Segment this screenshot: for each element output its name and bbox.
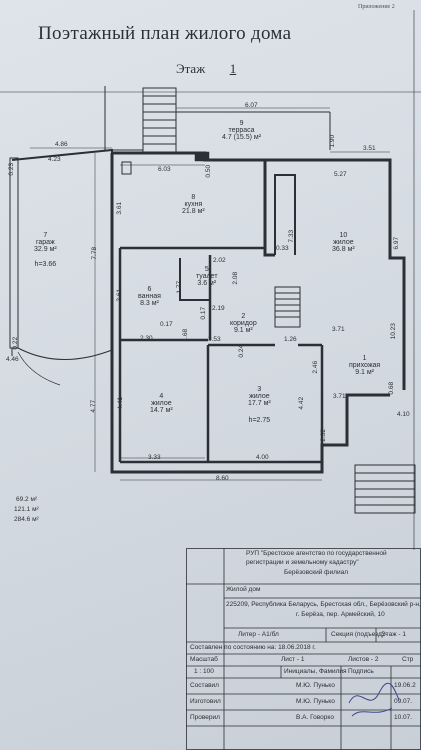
vent-icon — [121, 161, 132, 175]
dim: 0.50 — [205, 164, 213, 178]
title-block-grid — [186, 548, 421, 750]
dim: 7.33 — [288, 229, 296, 243]
org-line-2: регистрации и земельному кадастру" — [246, 559, 359, 566]
liter: Литер - А1/бл — [238, 631, 279, 638]
wall-block — [194, 151, 210, 162]
floor-cell: Этаж - 1 — [381, 631, 406, 638]
total-area-2: 121.1 м² — [14, 506, 39, 513]
dim: 1.26 — [284, 336, 297, 343]
dim: 0.68 — [388, 381, 396, 395]
sheet-number: Лист - 1 — [281, 656, 305, 663]
floor-label: Этаж — [176, 61, 206, 76]
compiled-date: Составлен по состоянию на: 18.06.2018 г. — [190, 644, 316, 651]
address-line-2: г. Берёза, пер. Армейский, 10 — [296, 611, 385, 618]
signature-marks — [348, 682, 400, 717]
dim: 4.86 — [55, 141, 68, 148]
dim: 2.02 — [213, 257, 226, 264]
dim: 7.78 — [91, 246, 99, 260]
dim: 6.97 — [393, 236, 401, 250]
address-line-1: 225209, Республика Беларусь, Брестская о… — [226, 601, 421, 608]
garage-wall — [11, 148, 113, 472]
dim: 1.68 — [182, 328, 190, 342]
dim: 4.41 — [117, 396, 125, 410]
dim: 2.30 — [140, 335, 153, 342]
dim: 3.71 — [332, 326, 345, 333]
garage-left-wall — [9, 157, 19, 349]
total-area-1: 69.2 м² — [16, 496, 38, 503]
dim: 0.17 — [160, 321, 173, 328]
dim: 2.08 — [232, 271, 240, 285]
scale-value: 1 : 100 — [194, 668, 214, 675]
dim: 4.46 — [6, 356, 19, 363]
dim: 0.24 — [238, 344, 246, 358]
str-label: Стр — [402, 656, 414, 663]
role-compiled: Составил — [190, 682, 219, 689]
dim: 1.77 — [176, 280, 184, 294]
dim: 0.22 — [12, 336, 20, 350]
signature-header: Подпись — [348, 668, 374, 675]
org-line-3: Берёзовский филиал — [284, 569, 348, 576]
dim: 5.27 — [334, 171, 347, 178]
section: Секция (подъезд) - — [331, 631, 388, 638]
dim: 3.33 — [148, 454, 161, 461]
dim: 2.19 — [212, 305, 225, 312]
total-area-3: 284.6 м² — [14, 516, 39, 523]
floor-heading: Этаж 1 — [176, 62, 236, 75]
dim: 3.53 — [208, 336, 221, 343]
name-made: М.Ю. Пунько — [296, 698, 335, 705]
dim: 8.60 — [216, 475, 229, 482]
appendix-label: Приложение 2 — [358, 4, 395, 10]
date-compiled: 19.06.2 — [394, 682, 416, 689]
date-checked: 10.07. — [394, 714, 413, 721]
dim: 6.03 — [158, 166, 171, 173]
object-name: Жилой дом — [226, 586, 261, 593]
org-line-1: РУП "Брестское агентство по государствен… — [246, 550, 387, 557]
chimney-block — [274, 174, 296, 255]
entrance-stairs — [274, 286, 301, 328]
dim: 3.61 — [116, 201, 124, 215]
dim: 2.46 — [312, 360, 320, 374]
role-checked: Проверил — [190, 714, 220, 721]
dim: 3.51 — [363, 145, 376, 152]
dim: 0.23 — [8, 162, 16, 176]
sheets-count: Листов - 2 — [348, 656, 379, 663]
scale-label: Масштаб — [190, 656, 218, 663]
title-block: РУП "Брестское агентство по государствен… — [186, 548, 421, 750]
name-checked: В.А. Говорко — [296, 714, 334, 721]
kitchen-wall — [112, 151, 275, 257]
dim: 4.77 — [90, 399, 98, 413]
name-compiled: М.Ю. Пунько — [296, 682, 335, 689]
dim: 0.17 — [200, 306, 208, 320]
role-made: Изготовил — [190, 698, 221, 705]
dim: 1.90 — [329, 134, 337, 148]
initials-header: Инициалы, Фамилия — [284, 668, 347, 675]
dim: 4.00 — [256, 454, 269, 461]
dim: 0.33 — [276, 245, 289, 252]
dim: 3.71 — [333, 393, 346, 400]
dim: 4.42 — [298, 396, 306, 410]
dim: 6.07 — [245, 102, 258, 109]
dim: 2.32 — [320, 428, 328, 442]
dim: 4.10 — [397, 411, 410, 418]
date-made: 09.07. — [394, 698, 413, 705]
dim: 10.23 — [389, 323, 397, 340]
dim: 3.61 — [116, 288, 124, 302]
garage-door-arc — [17, 347, 113, 361]
dim: 4.23 — [48, 156, 61, 163]
floor-number: 1 — [229, 61, 237, 76]
page-title: Поэтажный план жилого дома — [38, 23, 292, 44]
living-wall — [265, 158, 406, 390]
